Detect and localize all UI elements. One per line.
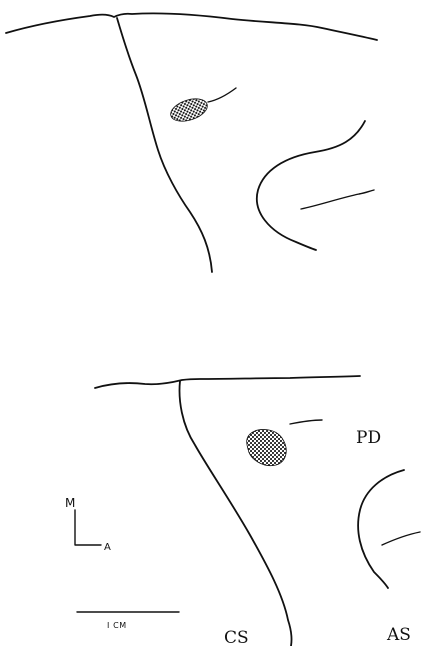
upper-pd-sulcus bbox=[208, 88, 236, 102]
upper-arcuate-sulcus bbox=[257, 121, 365, 250]
scale-bar-label: I CM bbox=[107, 621, 127, 630]
as-label: AS bbox=[386, 625, 411, 645]
upper-cortex-surface bbox=[6, 13, 377, 40]
lower-central-sulcus bbox=[180, 381, 292, 646]
lower-pd-sulcus bbox=[290, 420, 322, 424]
lower-arcuate-sulcus bbox=[358, 470, 404, 588]
scale-bar: I CM bbox=[77, 612, 179, 630]
pd-label: PD bbox=[356, 428, 381, 448]
orientation-a-label: A bbox=[104, 542, 111, 553]
upper-stippled-region bbox=[168, 95, 210, 126]
lower-as-spur bbox=[382, 532, 420, 545]
orientation-indicator: M A bbox=[65, 496, 111, 553]
lower-cortex-surface bbox=[95, 376, 360, 388]
orientation-m-label: M bbox=[65, 496, 75, 510]
upper-central-sulcus bbox=[117, 18, 212, 272]
lower-section bbox=[95, 376, 420, 646]
cs-label: CS bbox=[224, 628, 249, 646]
lower-stippled-region bbox=[247, 429, 287, 465]
upper-as-spur bbox=[301, 190, 374, 209]
orientation-arrow-lines bbox=[75, 510, 101, 545]
upper-section bbox=[6, 13, 377, 272]
